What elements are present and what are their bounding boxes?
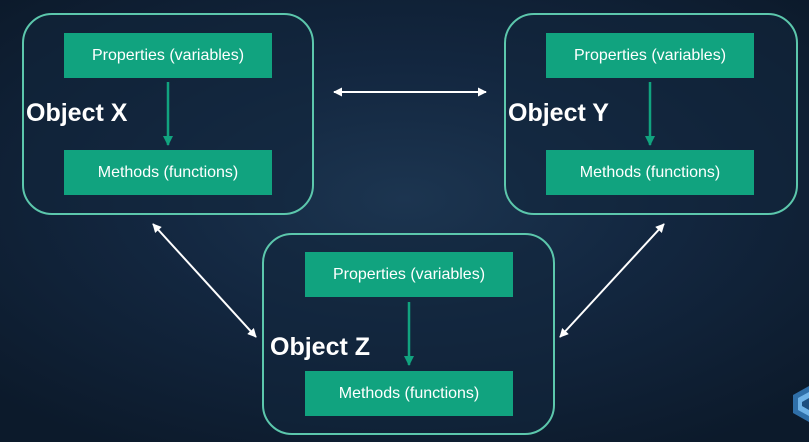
- object-y-properties-box: Properties (variables): [546, 33, 754, 78]
- object-x-methods-box: Methods (functions): [64, 150, 272, 195]
- object-y-methods-box: Methods (functions): [546, 150, 754, 195]
- object-z-label: Object Z: [270, 333, 371, 361]
- arrow-x-z: [152, 223, 257, 338]
- object-z-properties-box: Properties (variables): [305, 252, 513, 297]
- arrow-y-z: [559, 223, 665, 338]
- object-z-methods-box: Methods (functions): [305, 371, 513, 416]
- hexagon-logo-icon: [793, 386, 809, 422]
- object-y-label: Object Y: [508, 99, 609, 127]
- object-x-label: Object X: [26, 99, 128, 127]
- object-x-properties-box: Properties (variables): [64, 33, 272, 78]
